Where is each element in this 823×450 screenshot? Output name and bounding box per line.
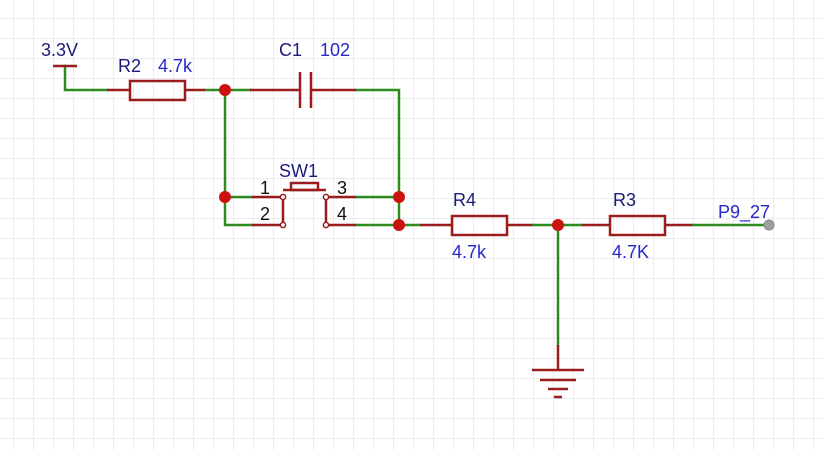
power-flag-3v3[interactable]: 3.3V [41,40,78,68]
junction-node [552,219,564,231]
r2-designator: R2 [118,56,141,76]
resistor-r4[interactable]: R4 4.7k [420,190,532,262]
switch-sw1[interactable]: SW1 1 2 3 4 [252,161,356,229]
wires [63,64,770,347]
port-terminal-icon[interactable] [763,219,775,231]
r4-value: 4.7k [452,242,487,262]
capacitor-c1[interactable]: C1 102 [250,40,356,108]
wire-c1-right [354,88,401,199]
wire-3v3-r2 [63,64,109,92]
resistor-r2[interactable]: R2 4.7k [107,56,205,102]
junctions [219,84,564,231]
junction-node [219,191,231,203]
c1-designator: C1 [279,40,302,60]
wire-node-a-left-loop [223,88,254,227]
r4-designator: R4 [453,190,476,210]
resistor-r3[interactable]: R3 4.7K [582,190,692,262]
sw1-pin4-label: 4 [337,204,347,224]
power-label: 3.3V [41,40,78,60]
r2-value: 4.7k [158,56,193,76]
r3-designator: R3 [613,190,636,210]
sw1-pin3-label: 3 [337,178,347,198]
c1-value: 102 [320,40,350,60]
sw1-designator: SW1 [279,161,318,181]
junction-node [219,84,231,96]
junction-node [393,219,405,231]
ground-icon[interactable] [532,345,584,399]
port-label: P9_27 [718,202,770,223]
junction-node [393,191,405,203]
net-port-p9-27[interactable]: P9_27 [718,202,775,231]
r3-value: 4.7K [612,242,649,262]
sw1-pin1-label: 1 [260,178,270,198]
sw1-pin2-label: 2 [260,204,270,224]
